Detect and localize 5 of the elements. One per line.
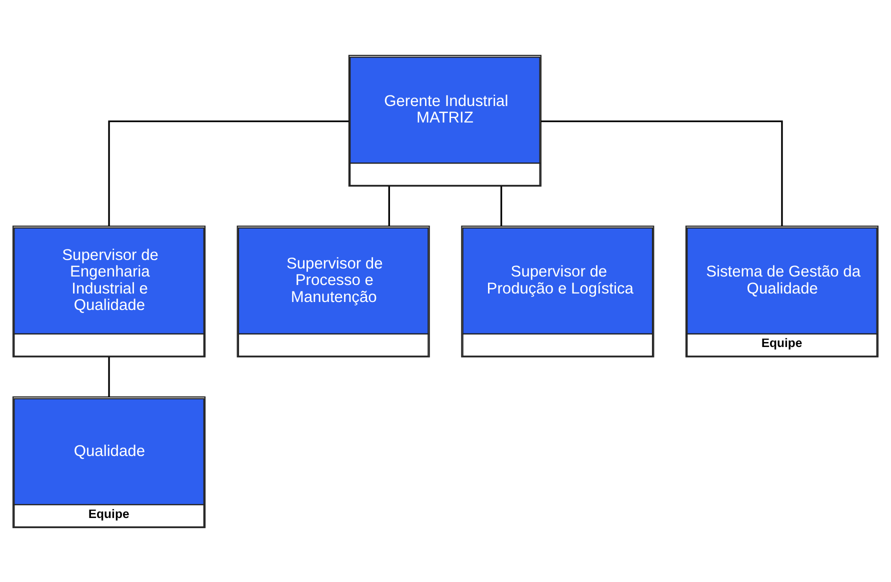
connector: [108, 120, 349, 226]
connector: [108, 356, 110, 396]
connector: [541, 120, 783, 226]
connector: [388, 186, 390, 226]
connector: [500, 186, 502, 226]
